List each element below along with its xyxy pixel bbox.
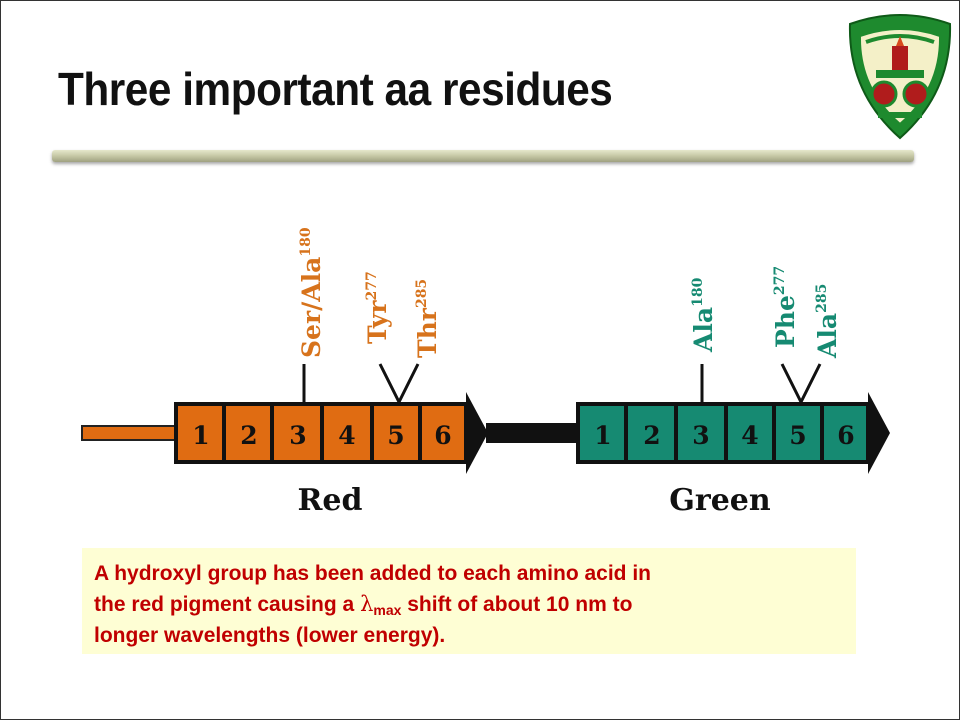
note-line-2: the red pigment causing a λmax shift of …: [94, 592, 633, 618]
red-leader-bar: [81, 425, 179, 441]
lambda-subscript: max: [373, 602, 402, 618]
red-gene-label: Red: [298, 483, 363, 518]
green-segment-1: 1: [594, 421, 611, 450]
pigment-gene-diagram: 1 2 3 4 5 6 1 2 3 4 5 6 Ser: [81, 227, 890, 518]
red-residue-label-180: Ser/Ala180: [297, 227, 326, 358]
red-segment-3: 3: [289, 421, 306, 450]
title-divider: [52, 150, 914, 162]
green-pointer-277-285: [780, 363, 822, 406]
red-segment-2: 2: [240, 421, 257, 450]
note-line-1: A hydroxyl group has been added to each …: [94, 562, 651, 585]
green-segment-4: 4: [741, 421, 758, 450]
green-segment-6: 6: [837, 421, 854, 450]
green-gene-label: Green: [669, 483, 771, 518]
red-residue-label-285: Thr285: [413, 279, 442, 358]
green-gene-block: [576, 392, 890, 474]
lambda-symbol: λ: [360, 592, 374, 616]
university-seal-icon: [848, 14, 952, 140]
intergenic-connector: [486, 423, 578, 443]
red-segment-4: 4: [338, 421, 355, 450]
green-segment-2: 2: [643, 421, 660, 450]
green-residue-label-277: Phe277: [771, 266, 800, 348]
red-segment-1: 1: [192, 421, 209, 450]
red-gene-block: [174, 392, 488, 474]
red-segment-5: 5: [387, 421, 404, 450]
note-line-3: longer wavelengths (lower energy).: [94, 624, 446, 647]
explanation-note: A hydroxyl group has been added to each …: [82, 548, 856, 654]
green-residue-label-180: Ala180: [689, 277, 718, 353]
red-residue-label-277: Tyr277: [363, 271, 392, 344]
green-segment-5: 5: [789, 421, 806, 450]
slide-title: Three important aa residues: [58, 63, 613, 115]
red-segment-6: 6: [434, 421, 451, 450]
red-pointer-277-285: [378, 363, 420, 406]
green-residue-label-285: Ala285: [813, 284, 842, 359]
green-segment-3: 3: [692, 421, 709, 450]
